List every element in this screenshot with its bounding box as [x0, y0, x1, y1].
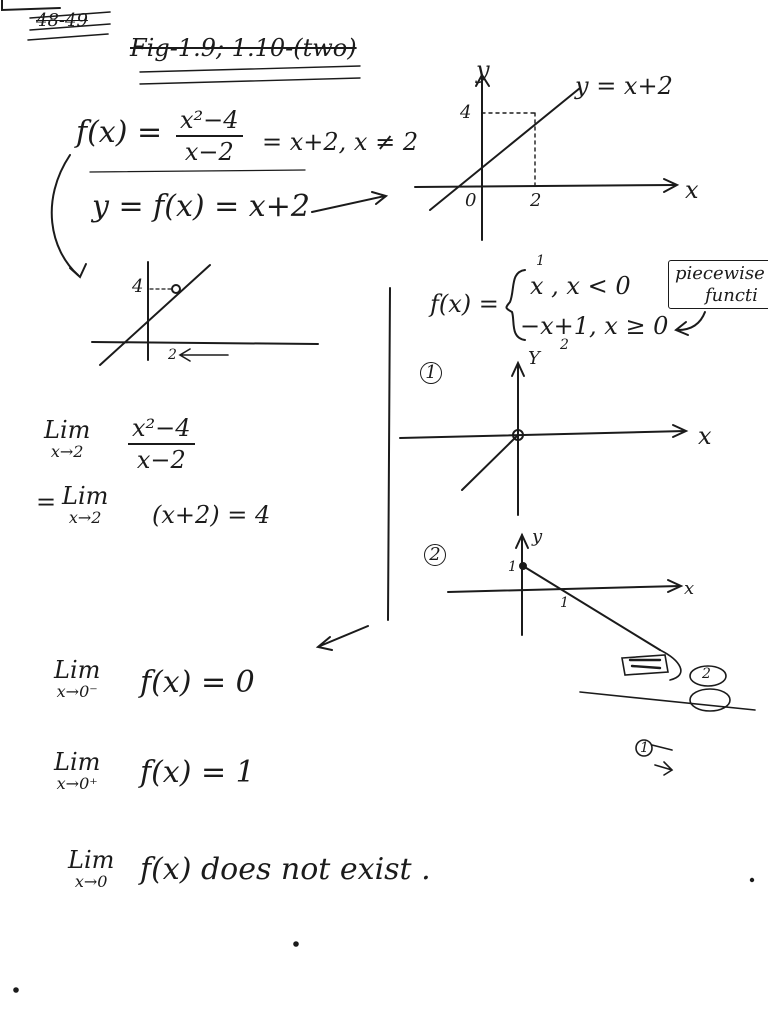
piecewise-note: piecewise functi — [668, 260, 768, 310]
graph1-title: y = x+2 — [575, 72, 673, 100]
graph1-y-arrow — [475, 73, 490, 87]
limit2-expr: (x+2) = 4 — [152, 501, 271, 529]
scribble-line — [579, 691, 756, 711]
graph3-x-arrow — [667, 579, 684, 593]
piecewise-case1: x , x < 0 — [530, 272, 631, 300]
graph-small-y-tick: 4 — [132, 276, 144, 297]
limit1-operator: Lim x→2 — [44, 418, 90, 460]
limit-left-operator: Lim x→0⁻ — [54, 658, 100, 700]
limit-right-lim: Lim — [54, 748, 101, 776]
pointer-arrow — [311, 191, 389, 213]
eq1-denominator: x−2 — [184, 138, 234, 166]
graph3-line — [522, 565, 661, 651]
limit1-denominator: x−2 — [136, 446, 186, 474]
limit1-sub: x→2 — [50, 442, 84, 461]
limit2-operator: Lim x→2 — [62, 484, 108, 526]
graph3-x-label: x — [684, 578, 695, 599]
limit-right-sub: x→0⁺ — [56, 774, 98, 793]
curved-arrow — [50, 154, 79, 276]
limit-right-operator: Lim x→0⁺ — [54, 750, 100, 792]
limit-left-lim: Lim — [54, 656, 101, 684]
piecewise-note-line2: functi — [705, 284, 758, 306]
graph2-x-label: x — [698, 422, 712, 450]
graph1-y-label: y — [476, 56, 490, 84]
limit-right-expr: f(x) = 1 — [140, 755, 255, 790]
graph3-y-label: y — [532, 526, 543, 547]
graph1-origin: 0 — [465, 190, 477, 211]
limit-left-expr: f(x) = 0 — [140, 665, 255, 700]
piecewise-lhs: f(x) = — [430, 290, 499, 318]
corner-mark — [0, 0, 61, 12]
piecewise-case2: −x+1, x ≥ 0 — [520, 312, 669, 340]
graph-small-x-axis — [91, 341, 319, 345]
limit1-fraction: x²−4 x−2 — [128, 416, 195, 472]
limit-left-sub: x→0⁻ — [56, 682, 98, 701]
graph1-guides — [481, 112, 536, 188]
graph1-x-tick: 2 — [530, 190, 542, 211]
graph1-x-label: x — [685, 176, 699, 204]
graph1-y-tick: 4 — [460, 102, 472, 123]
eq1-rhs: = x+2, x ≠ 2 — [262, 128, 419, 156]
limit1-numerator: x²−4 — [132, 414, 191, 442]
piecewise-note-line1: piecewise — [675, 263, 765, 284]
figure-reference: Fig-1.9; 1.10-(two) — [130, 34, 357, 62]
page-number-strike — [27, 11, 111, 41]
graph1-x-axis — [414, 184, 676, 188]
graph3-x-tick: 1 — [560, 595, 569, 611]
limit-conclusion-operator: Lim x→0 — [68, 848, 114, 890]
limit-conclusion-expr: f(x) does not exist . — [140, 852, 431, 887]
graph-small-hole — [171, 284, 181, 294]
fig-ref-underline — [139, 65, 361, 85]
graph2-x-arrow — [672, 424, 689, 438]
divider-line — [387, 287, 391, 621]
graph2-x-axis — [399, 430, 686, 439]
eq1-fraction: x²−4 x−2 — [176, 108, 243, 164]
graph-small-x-tick: 2 — [168, 347, 177, 363]
eq1-numerator: x²−4 — [180, 106, 239, 134]
graph1-x-arrow — [663, 178, 680, 193]
curved-arrow-head — [69, 263, 87, 279]
limit2-prefix: = — [36, 488, 57, 516]
eq2: y = f(x) = x+2 — [92, 189, 310, 224]
piecewise-label1: 1 — [536, 253, 545, 269]
piecewise-label2: 2 — [560, 337, 569, 353]
scribble-label-b: 1 — [640, 740, 649, 756]
graph-small-arrow — [178, 348, 229, 362]
graph3-label: 2 — [424, 544, 446, 566]
page-number: 48-49 — [36, 10, 88, 31]
scribble-label-a: 2 — [702, 666, 711, 682]
graph2-line — [461, 434, 519, 491]
graph2-origin-dot — [512, 429, 524, 441]
graph2-y-arrow — [511, 360, 525, 377]
limit1-lim: Lim — [44, 416, 91, 444]
piecewise-brace — [505, 269, 526, 341]
graph1-line — [429, 87, 581, 211]
graph2-y-label: Y — [528, 348, 540, 369]
limit-conclusion-lim: Lim — [68, 846, 115, 874]
eq1-lhs: f(x) = — [76, 115, 163, 150]
limit2-sub: x→2 — [68, 508, 102, 527]
eq1-underline — [89, 169, 306, 173]
graph3-x-axis — [447, 585, 681, 593]
limit-conclusion-sub: x→0 — [74, 872, 108, 891]
graph3-y-tick: 1 — [508, 559, 517, 575]
graph3-y-arrow — [515, 532, 529, 549]
scribble-box — [621, 654, 669, 676]
down-left-arrow — [315, 625, 369, 651]
limit2-lim: Lim — [62, 482, 109, 510]
graph2-label: 1 — [420, 362, 442, 384]
note-arrow — [674, 311, 706, 336]
graph-small-line — [99, 264, 211, 366]
